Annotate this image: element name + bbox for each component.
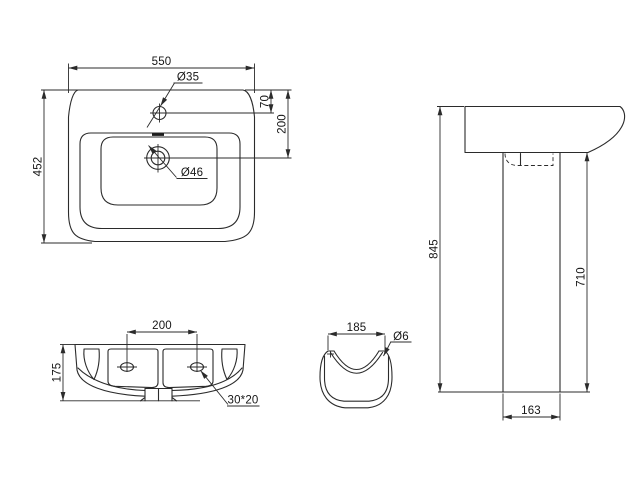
leader-slot xyxy=(200,370,229,405)
front-panel-midleft xyxy=(107,348,159,389)
plan-bowl-rim xyxy=(79,132,241,230)
leader-d35-tail xyxy=(146,105,161,128)
dim-text-70: 70 xyxy=(260,95,272,108)
dim-text-d6: Ø6 xyxy=(393,331,409,343)
front-panel-right xyxy=(221,348,238,381)
hidden-drain-outline xyxy=(504,153,554,166)
dim-text-710: 710 xyxy=(576,267,588,287)
dim-text-452: 452 xyxy=(33,157,45,177)
plan-bowl-bottom xyxy=(100,136,218,206)
dim-text-200-front: 200 xyxy=(152,320,172,332)
leader-d6 xyxy=(383,341,392,357)
section-saddle-inner xyxy=(329,351,384,374)
dim-text-slot: 30*20 xyxy=(227,395,258,407)
elevation-basin-profile xyxy=(464,105,626,154)
dim-text-163: 163 xyxy=(521,405,541,417)
leader-d46 xyxy=(148,145,177,178)
leader-d35 xyxy=(160,82,175,107)
section-outer-wall xyxy=(319,350,393,409)
dim-text-550: 550 xyxy=(152,56,172,68)
dim-text-d35: Ø35 xyxy=(177,72,199,84)
section-inner-wall xyxy=(323,355,390,402)
front-panel-midright xyxy=(162,348,214,389)
front-drainbox-flare-left xyxy=(139,396,146,402)
elevation-view: 845 710 163 xyxy=(429,105,626,421)
dim-text-175: 175 xyxy=(52,363,64,383)
section-view: 185 Ø6 xyxy=(319,322,412,409)
dim-text-185: 185 xyxy=(347,322,367,334)
plan-view: 550 452 70 200 Ø35 Ø46 xyxy=(33,56,292,244)
front-view: 200 175 30*20 xyxy=(52,320,260,407)
plan-basin-outline xyxy=(67,89,256,243)
front-panel-left xyxy=(83,348,100,381)
dim-text-200: 200 xyxy=(277,114,289,134)
section-saddle-outer xyxy=(333,350,380,370)
front-basin-outline xyxy=(74,343,246,397)
dim-text-845: 845 xyxy=(429,239,441,259)
front-drainbox-flare-right xyxy=(171,396,178,402)
dim-text-d46: Ø46 xyxy=(181,167,203,179)
